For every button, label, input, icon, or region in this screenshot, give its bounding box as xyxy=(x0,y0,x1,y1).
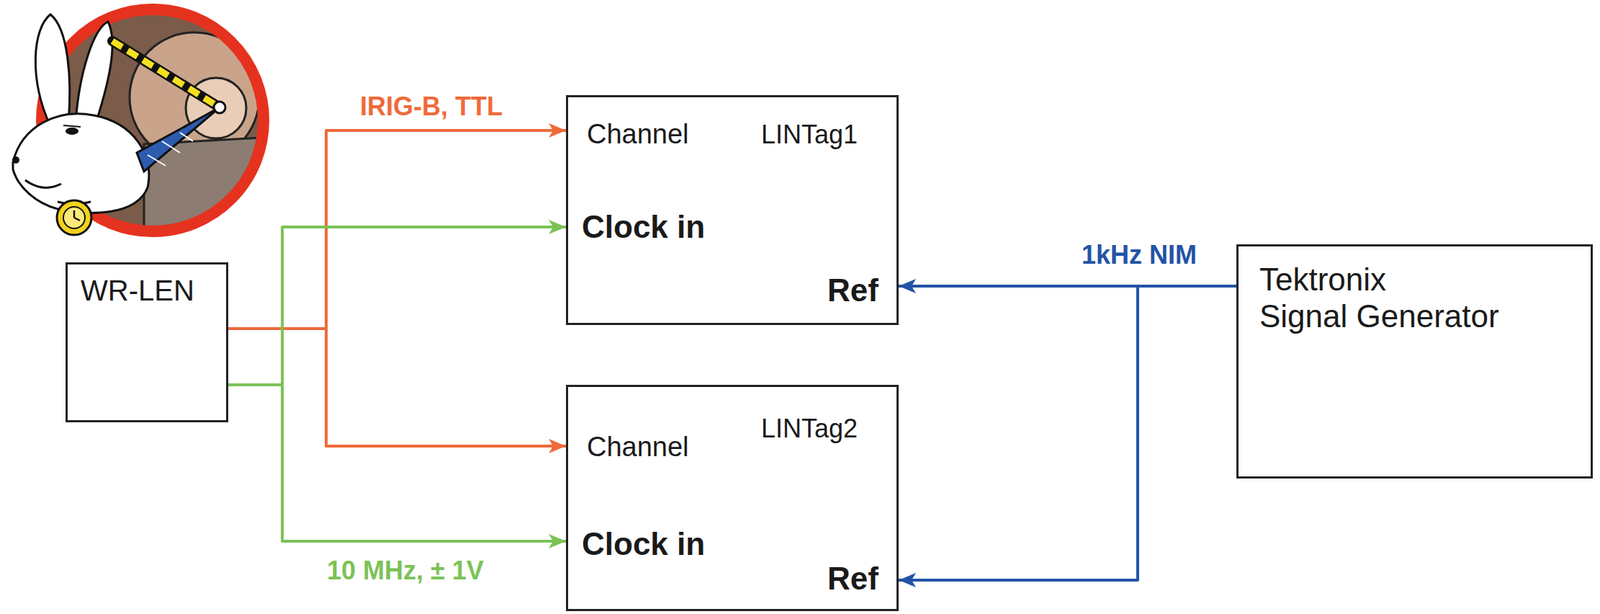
rabbit-ear xyxy=(35,14,70,127)
rabbit-head xyxy=(12,113,150,214)
box-title: Clock in xyxy=(581,208,705,246)
port-label: LINTag2 xyxy=(761,413,858,443)
signal-connector xyxy=(228,130,566,329)
rabbit-brow xyxy=(63,125,81,127)
pocket-watch xyxy=(56,200,92,235)
box-title: Channel xyxy=(586,118,690,151)
signal-connector xyxy=(228,226,566,385)
rabbit-nose xyxy=(12,156,20,164)
rabbit-eye xyxy=(65,127,79,135)
watch-face xyxy=(63,206,85,229)
signal-connector xyxy=(898,285,1237,580)
cone-stripes xyxy=(147,132,193,166)
tagger-box: Channel LINTag2Clock in Ref xyxy=(565,384,899,611)
text-line: Tektronix xyxy=(1259,261,1500,299)
port-label: Ref xyxy=(827,272,879,309)
cord-dashes xyxy=(112,41,220,108)
box-title: Channel xyxy=(586,431,690,464)
port-label: Ref xyxy=(827,560,879,597)
port-label: LINTag1 xyxy=(761,119,858,150)
cord-knot xyxy=(213,101,226,114)
rabbit-smile xyxy=(25,180,62,188)
box-title: WR-LEN xyxy=(80,273,195,307)
watch-hands xyxy=(74,210,80,221)
signal-label: 1kHz NIM xyxy=(1078,240,1200,270)
signal-label: IRIG-B, TTL xyxy=(357,92,506,121)
box-title: Clock in xyxy=(581,525,705,563)
cord-outline xyxy=(112,41,220,108)
rabbit-logo xyxy=(0,0,289,245)
blue-cone xyxy=(136,107,220,172)
generator-box: Tektronix Signal Generator xyxy=(1236,244,1593,479)
box-title: Tektronix Signal Generator xyxy=(1259,261,1500,335)
signal-connector xyxy=(228,384,566,541)
signal-label: 10 MHz, ± 1V xyxy=(324,555,487,585)
signal-connector xyxy=(228,328,566,446)
text-line: Signal Generator xyxy=(1259,298,1500,334)
tagger-box: Channel LINTag1Clock in Ref xyxy=(565,95,899,325)
device-box: WR-LEN xyxy=(65,262,229,422)
